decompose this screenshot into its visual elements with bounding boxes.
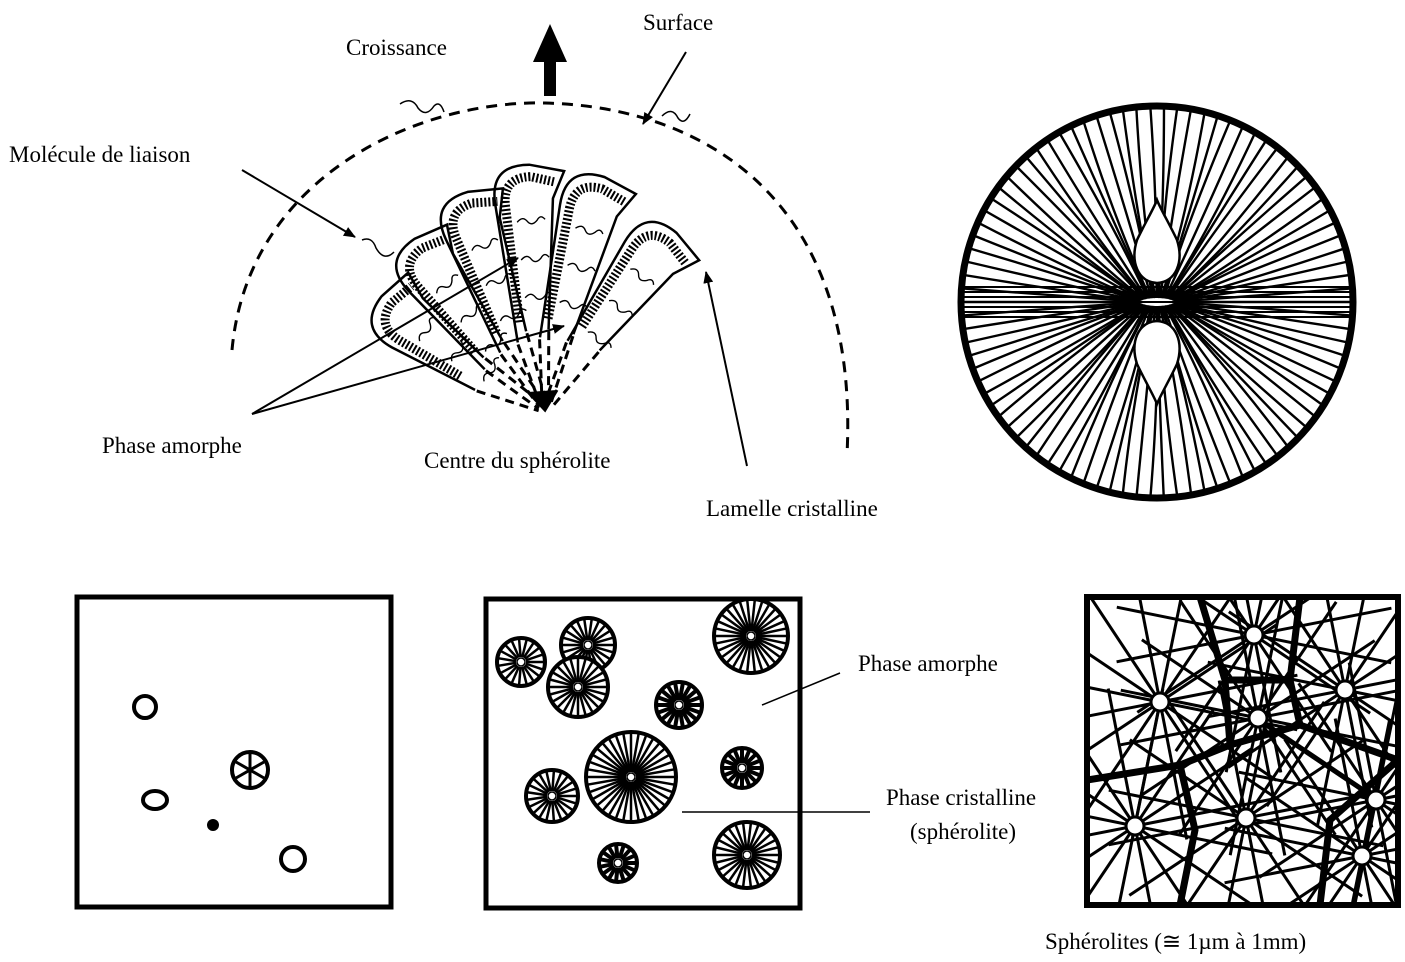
- nucleus-2: [143, 791, 167, 809]
- spherulite-nucleus: [1353, 847, 1371, 865]
- crystalline-lamella-label: Lamelle cristalline: [706, 496, 878, 521]
- nucleus-4: [281, 847, 305, 871]
- surface-label: Surface: [643, 10, 713, 35]
- amorphous-phase-label: Phase amorphe: [102, 433, 242, 458]
- tie-molecule-label: Molécule de liaison: [9, 142, 191, 167]
- crystalline-lamellae: [361, 101, 705, 431]
- nucleus-3: [207, 819, 219, 831]
- growing-spherulite: [497, 638, 545, 686]
- growth-arrow-icon: [533, 24, 567, 96]
- growing-spherulite: [714, 599, 788, 673]
- growing-spherulite: [548, 657, 608, 717]
- spherulite-nucleus: [1367, 791, 1385, 809]
- spherulite-nucleus: [1151, 693, 1169, 711]
- growth-panel: Phase amorphe Phase cristalline (sphérol…: [486, 599, 1036, 908]
- small-spherulite: [232, 752, 268, 788]
- growing-spherulite: [526, 770, 578, 822]
- spherulite-nucleus: [1126, 817, 1144, 835]
- lamella: [361, 267, 564, 431]
- nucleation-frame: [77, 597, 391, 907]
- spherulite-nucleus: [1249, 709, 1267, 727]
- growing-spherulite: [599, 844, 637, 882]
- growing-spherulite: [714, 822, 780, 888]
- bottom-amorphous-label: Phase amorphe: [858, 651, 998, 676]
- bottom-spherulite-label: (sphérolite): [910, 819, 1016, 844]
- growing-spherulite: [656, 682, 702, 728]
- spherulite-nucleus: [1237, 809, 1255, 827]
- nucleation-panel: [77, 597, 391, 907]
- nucleus-1: [134, 696, 156, 718]
- amorphous-arrow-2: [252, 326, 564, 414]
- growth-label: Croissance: [346, 35, 447, 60]
- spherulite-structure-diagram: Croissance Surface Molécule de liaison P…: [9, 10, 878, 521]
- spherulites-caption: Sphérolites (≅ 1µm à 1mm): [1045, 929, 1306, 954]
- disc-lower-eye: [1134, 321, 1179, 404]
- growing-spherulite: [722, 748, 762, 788]
- growing-spherulite: [586, 732, 676, 822]
- lamella-arrow: [706, 272, 747, 466]
- spherulite-center-label: Centre du sphérolite: [424, 448, 611, 473]
- bottom-crystalline-label: Phase cristalline: [886, 785, 1036, 810]
- spherulite-nucleus: [1245, 626, 1263, 644]
- spherulite-nucleus: [1336, 681, 1354, 699]
- impingement-panel: Sphérolites (≅ 1µm à 1mm): [998, 498, 1405, 957]
- spherulite-disc-icon: [957, 102, 1357, 502]
- tie-molecule-arrow: [242, 170, 355, 237]
- growing-spherulites: [497, 599, 788, 888]
